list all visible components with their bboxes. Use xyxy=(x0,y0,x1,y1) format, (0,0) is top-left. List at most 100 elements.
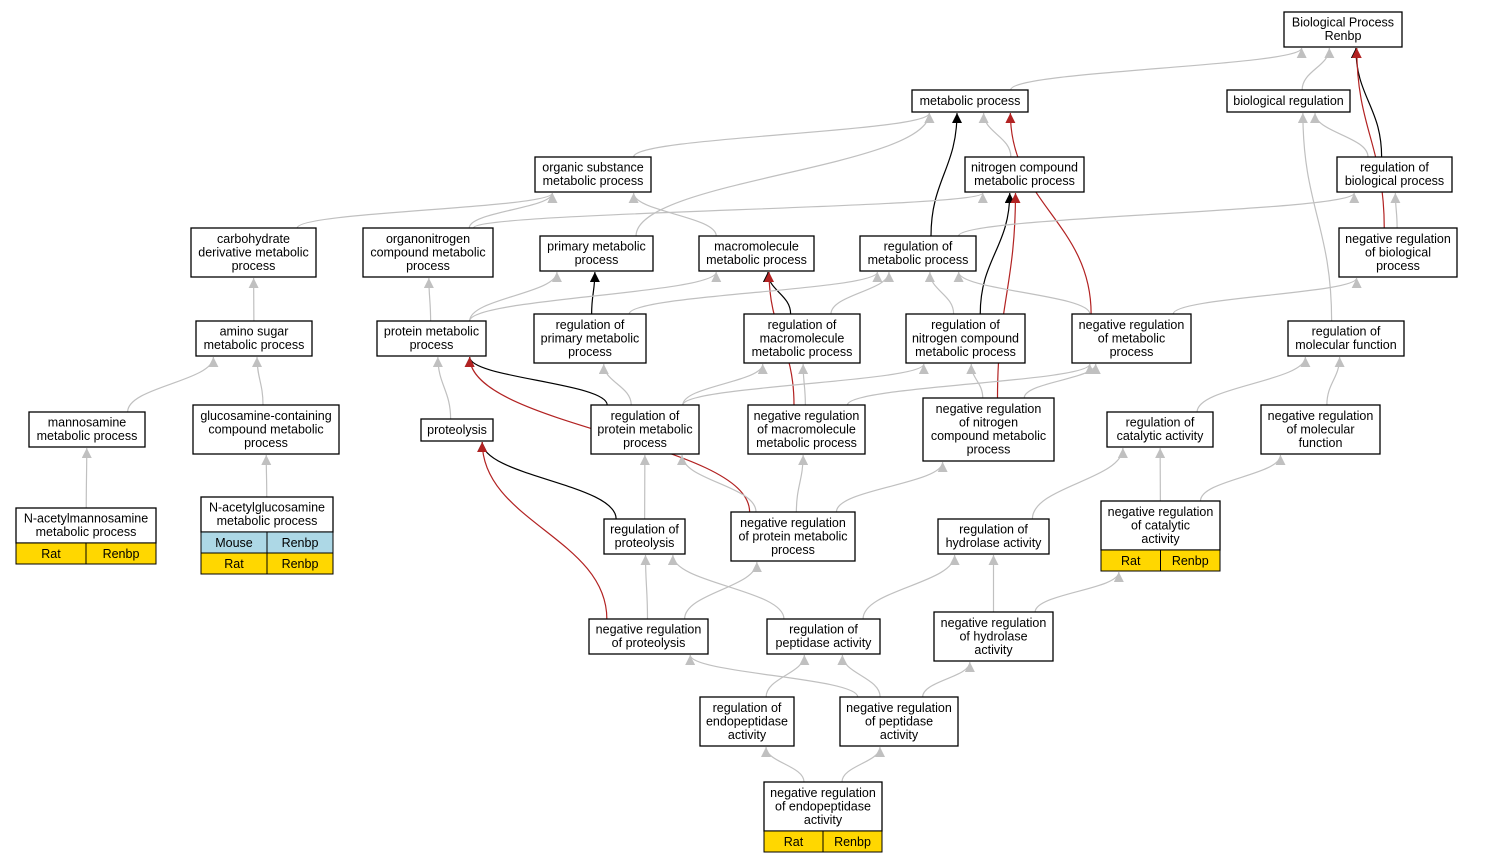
edge-regnitro-to-regmet xyxy=(924,271,955,315)
node-box xyxy=(1336,156,1453,193)
node-label-line: metabolic process xyxy=(204,338,305,352)
node-box xyxy=(747,404,866,455)
node-label-line: organonitrogen xyxy=(386,232,470,246)
edge-negregproteo-to-regproteo xyxy=(640,554,651,620)
node-label-line: nitrogen compound xyxy=(971,161,1078,175)
node-box xyxy=(192,404,340,455)
edge-glucos-to-aminosugar xyxy=(252,356,264,406)
edge-protmet-to-primary xyxy=(469,271,562,322)
node-box xyxy=(1260,404,1381,455)
node-box xyxy=(730,511,856,562)
edge-nitro-to-metabolic xyxy=(978,112,1012,158)
edge-regproteo-to-proteolysis xyxy=(477,441,617,520)
node-box xyxy=(1071,313,1192,364)
node-box xyxy=(1283,11,1403,48)
node-box xyxy=(195,320,313,357)
node-metabolic[interactable]: metabolic process xyxy=(911,89,1029,113)
node-label-line: negative regulation xyxy=(1268,409,1374,423)
node-label-line: process xyxy=(568,345,612,359)
edge-negregproteo-to-proteolysis xyxy=(477,441,608,620)
edge-regnitro-to-nitro xyxy=(979,192,1015,315)
gene-tag-label: Renbp xyxy=(282,536,319,550)
node-label-line: primary metabolic xyxy=(547,240,646,254)
node-box xyxy=(1106,411,1214,448)
edge-negregprot-to-regprot xyxy=(677,454,757,513)
node-label-line: catalytic activity xyxy=(1117,429,1205,443)
node-label-line: regulation of xyxy=(556,318,625,332)
edge-regprot-to-regprim xyxy=(598,363,632,406)
edges-layer xyxy=(81,47,1401,783)
node-label-line: negative regulation xyxy=(846,701,952,715)
node-label-line: derivative metabolic xyxy=(198,245,308,259)
node-label-line: function xyxy=(1299,436,1343,450)
edge-negregprot-to-negregmacro xyxy=(795,454,809,513)
edge-regprot-to-protmet xyxy=(464,356,608,406)
node-proteolysis[interactable]: proteolysis xyxy=(420,418,494,442)
edge-mannos-to-aminosugar xyxy=(127,356,219,413)
edge-primary-to-metabolic xyxy=(635,112,935,237)
node-label-line: activity xyxy=(880,728,919,742)
node-box xyxy=(699,696,795,747)
node-label-line: nitrogen compound xyxy=(912,331,1019,345)
node-bioreg[interactable]: biological regulation xyxy=(1226,89,1351,113)
node-label-line: negative regulation xyxy=(1108,505,1214,519)
gene-tag-label: Renbp xyxy=(1172,554,1209,568)
edge-negregbio-to-bp xyxy=(1351,47,1385,229)
node-label-line: molecular function xyxy=(1295,338,1396,352)
edge-protmet-to-macro xyxy=(469,271,722,322)
node-label-line: metabolic process xyxy=(217,514,318,528)
node-box xyxy=(763,781,883,832)
edge-negregnitro-to-negregmet xyxy=(1023,363,1101,399)
edge-organo-to-orgsub xyxy=(468,192,558,229)
species-tag-label: Rat xyxy=(224,557,244,571)
edge-negregmet-to-negregbio xyxy=(1172,277,1362,315)
node-label-line: negative regulation xyxy=(770,786,876,800)
edge-carbo-to-orgsub xyxy=(296,192,558,229)
node-label-line: metabolic process xyxy=(868,253,969,267)
edge-regbio-to-bioreg xyxy=(1310,112,1369,158)
node-label-line: process xyxy=(771,543,815,557)
node-label-line: negative regulation xyxy=(596,623,702,637)
edge-orgsub-to-metabolic xyxy=(633,112,935,158)
species-tag-label: Rat xyxy=(784,835,804,849)
node-box xyxy=(590,404,700,455)
node-label-line: compound metabolic xyxy=(370,245,485,259)
edge-negregmacro-to-negregmet xyxy=(846,363,1095,406)
